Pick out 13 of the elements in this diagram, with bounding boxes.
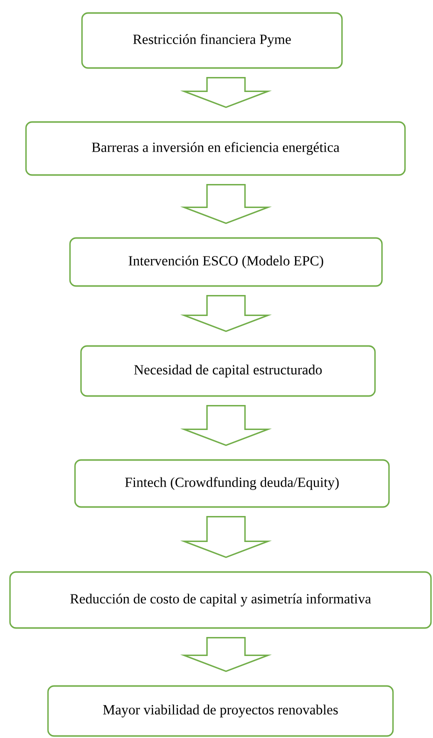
process-box: Necesidad de capital estructurado: [80, 345, 376, 397]
process-box: Intervención ESCO (Modelo EPC): [69, 237, 383, 287]
block-arrow: [180, 405, 272, 446]
block-arrow: [180, 295, 272, 332]
block-arrow: [180, 184, 272, 224]
process-box: Reducción de costo de capital y asimetría informativa: [9, 571, 432, 629]
block-arrow: [180, 77, 272, 108]
block-arrow: [180, 516, 272, 558]
process-box: Restricción financiera Pyme: [81, 12, 343, 69]
block-arrow: [180, 637, 272, 672]
process-box: Mayor viabilidad de proyectos renovables: [47, 685, 394, 737]
process-box: Barreras a inversión en eficiencia energética: [25, 121, 406, 176]
process-box: Fintech (Crowdfunding deuda/Equity): [74, 459, 390, 508]
